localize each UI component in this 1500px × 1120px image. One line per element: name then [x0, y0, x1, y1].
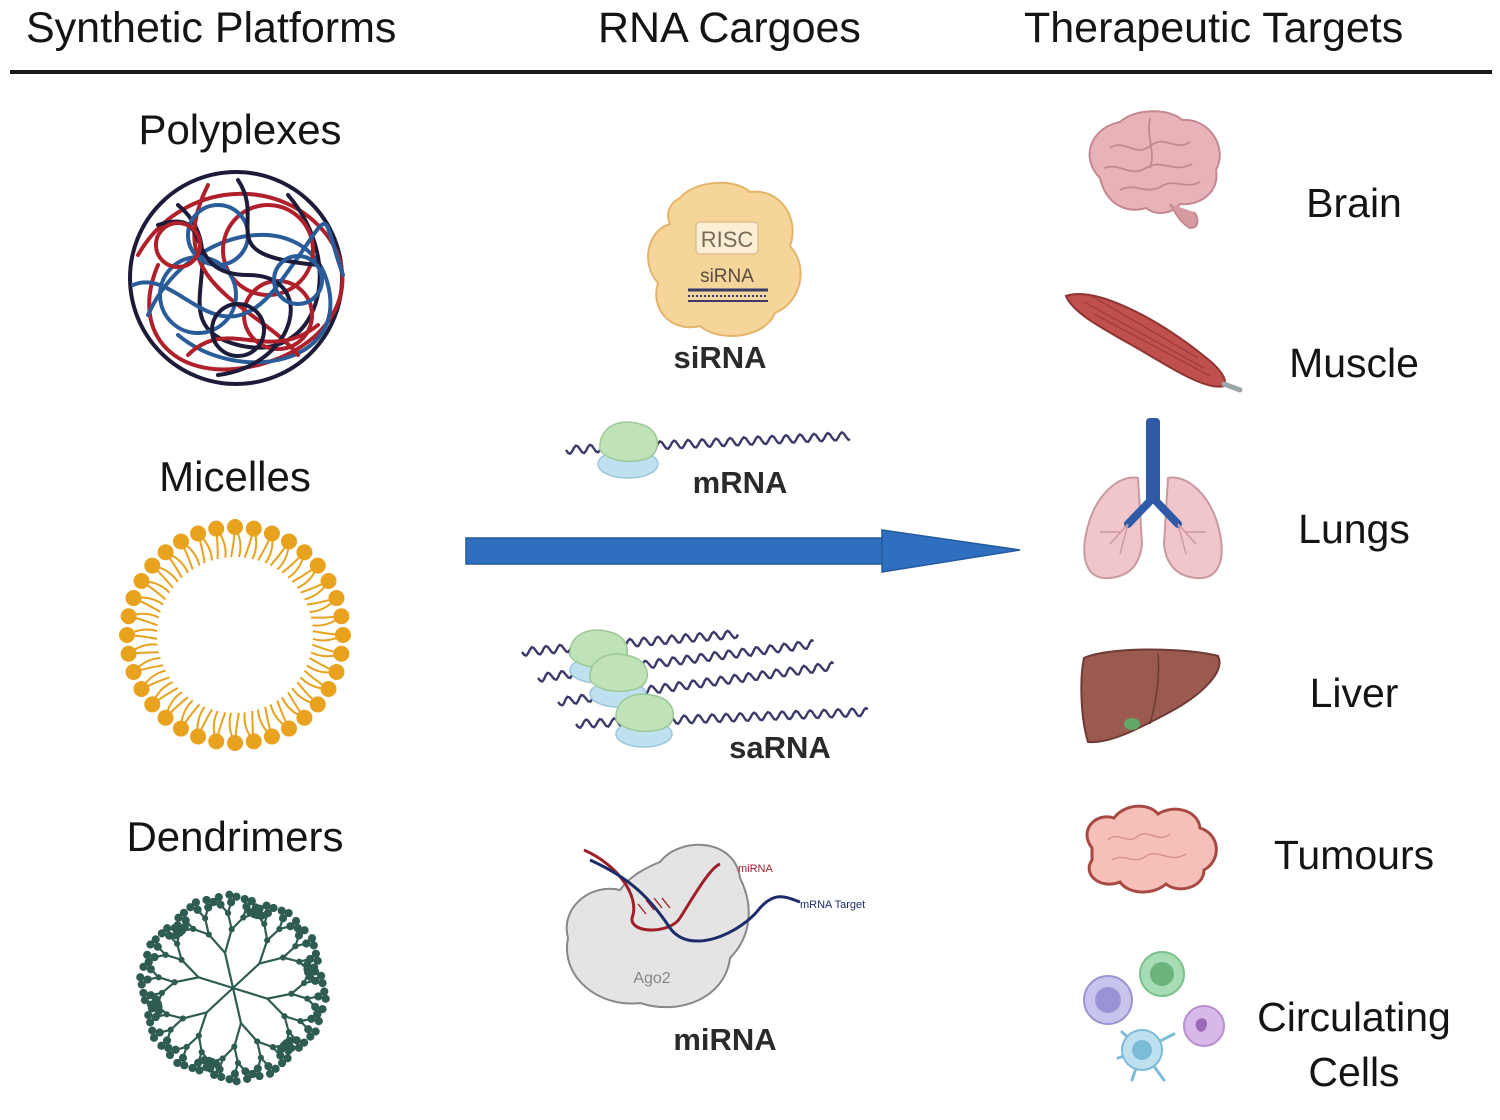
micelle-head — [190, 728, 207, 745]
lungs-icon — [1083, 418, 1223, 580]
micelle-head — [335, 627, 351, 643]
micelle-head — [296, 709, 313, 726]
micelle-head — [328, 590, 345, 607]
header-synthetic-platforms: Synthetic Platforms — [26, 4, 397, 52]
micelle-head — [173, 533, 189, 550]
micelle-head — [173, 720, 189, 737]
micelle-head — [245, 733, 262, 750]
micelle-head — [208, 733, 225, 750]
label-mrna: mRNA — [692, 465, 788, 500]
sarna-icon — [521, 629, 869, 748]
polyplex-icon — [128, 170, 345, 386]
micelle-head — [320, 681, 337, 697]
micelle-head — [120, 608, 137, 625]
label-liver: Liver — [1309, 670, 1399, 716]
mirna-inner-label: miRNA — [738, 863, 773, 875]
label-dendrimers: Dendrimers — [126, 813, 344, 860]
circulating-cells-icon — [1083, 951, 1225, 1082]
micelle-head — [309, 557, 326, 574]
label-circulating-line2: Cells — [1308, 1049, 1400, 1096]
tumour-icon — [1085, 804, 1218, 894]
micelle-head — [245, 520, 262, 537]
risc-complex-icon: RISC siRNA — [647, 181, 802, 337]
delivery-arrow-icon — [465, 529, 1021, 573]
header-rule — [10, 70, 1492, 74]
mirna-target-label: mRNA Target — [800, 899, 865, 911]
micelle-head — [133, 681, 150, 697]
micelle-head — [281, 720, 297, 737]
muscle-icon — [1064, 293, 1243, 393]
micelle-head — [157, 544, 174, 561]
micelle-head — [119, 627, 135, 643]
ago2-label: Ago2 — [633, 970, 670, 987]
label-muscle: Muscle — [1289, 340, 1419, 386]
liver-icon — [1080, 648, 1221, 744]
label-mirna: miRNA — [673, 1022, 777, 1057]
sirna-inner-label: siRNA — [700, 266, 754, 287]
micelle-head — [333, 608, 350, 625]
label-lungs: Lungs — [1298, 506, 1410, 552]
micelle-head — [144, 557, 161, 574]
header-therapeutic-targets: Therapeutic Targets — [1024, 4, 1404, 52]
label-sarna: saRNA — [729, 730, 831, 765]
micelle-head — [157, 709, 174, 726]
micelle-head — [263, 525, 280, 542]
label-brain: Brain — [1306, 180, 1402, 226]
micelle-head — [328, 663, 345, 680]
mrna-icon — [565, 421, 851, 479]
label-circulating-line1: Circulating — [1257, 994, 1451, 1040]
micelle-head — [333, 645, 350, 662]
dendrimer-icon — [136, 890, 330, 1086]
ago2-complex-icon: miRNA mRNA Target Ago2 — [565, 843, 865, 1009]
micelle-head — [120, 645, 137, 662]
label-sirna: siRNA — [673, 340, 767, 375]
micelle-head — [144, 696, 161, 713]
micelle-head — [227, 735, 243, 751]
micelle-head — [281, 533, 297, 550]
micelle-head — [227, 519, 243, 535]
micelle-head — [125, 663, 142, 680]
micelle-icon — [119, 519, 351, 751]
label-polyplexes: Polyplexes — [138, 106, 342, 153]
micelle-head — [309, 696, 326, 713]
micelle-head — [263, 728, 280, 745]
micelle-head — [296, 544, 313, 561]
label-micelles: Micelles — [159, 453, 311, 500]
micelle-head — [125, 590, 142, 607]
label-tumours: Tumours — [1273, 832, 1435, 878]
micelle-head — [320, 573, 337, 589]
label-circulating-cells: Circulating Cells — [1224, 990, 1484, 1101]
risc-label: RISC — [701, 227, 754, 252]
micelle-head — [133, 573, 150, 589]
brain-icon — [1088, 110, 1221, 230]
header-rna-cargoes: RNA Cargoes — [598, 4, 861, 52]
micelle-head — [208, 520, 225, 537]
micelle-head — [190, 525, 207, 542]
